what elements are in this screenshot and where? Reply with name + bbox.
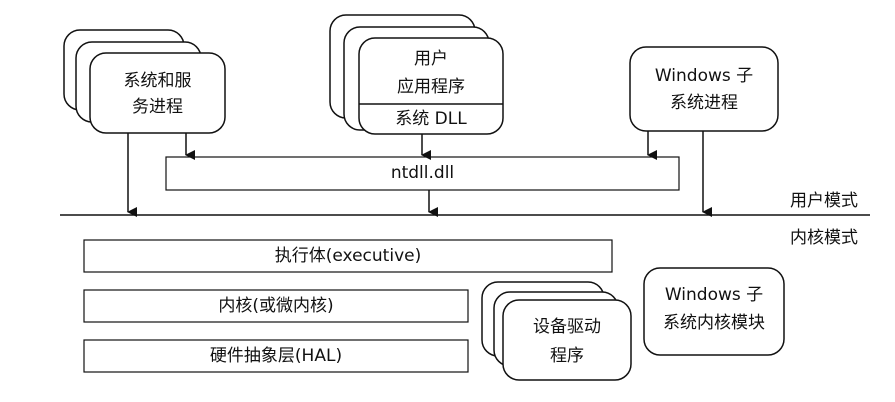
- windows-subsystem-kernel-line2: 系统内核模块: [663, 313, 765, 333]
- executive-label: 执行体(executive): [274, 246, 422, 266]
- user-applications-line2: 应用程序: [397, 77, 465, 97]
- user-mode-label: 用户模式: [790, 191, 858, 211]
- executive-box: [83, 239, 613, 273]
- ntdll-box: [165, 156, 680, 191]
- device-drivers-stack: [481, 281, 632, 381]
- kernel-box: [83, 289, 469, 323]
- windows-subsystem-process-box: [629, 46, 779, 132]
- windows-subsystem-process-line1: Windows 子: [654, 66, 754, 86]
- device-drivers-line1: 设备驱动: [533, 317, 601, 337]
- windows-subsystem-kernel-box: [643, 267, 785, 356]
- windows-subsystem-kernel-line1: Windows 子: [664, 285, 764, 305]
- device-drivers-line2: 程序: [550, 346, 584, 366]
- system-service-processes-line2: 务进程: [132, 97, 183, 117]
- system-dll-label: 系统 DLL: [395, 109, 467, 129]
- system-service-processes-stack: [63, 29, 226, 134]
- ntdll-label: ntdll.dll: [390, 163, 455, 183]
- windows-subsystem-process-line2: 系统进程: [670, 93, 738, 113]
- hal-label: 硬件抽象层(HAL): [209, 346, 343, 366]
- kernel-mode-label: 内核模式: [790, 228, 858, 248]
- user-applications-line1: 用户: [414, 49, 448, 69]
- system-service-processes-line1: 系统和服: [123, 71, 192, 91]
- kernel-label: 内核(或微内核): [218, 296, 334, 316]
- hal-box: [83, 339, 469, 373]
- arrows: [127, 131, 712, 217]
